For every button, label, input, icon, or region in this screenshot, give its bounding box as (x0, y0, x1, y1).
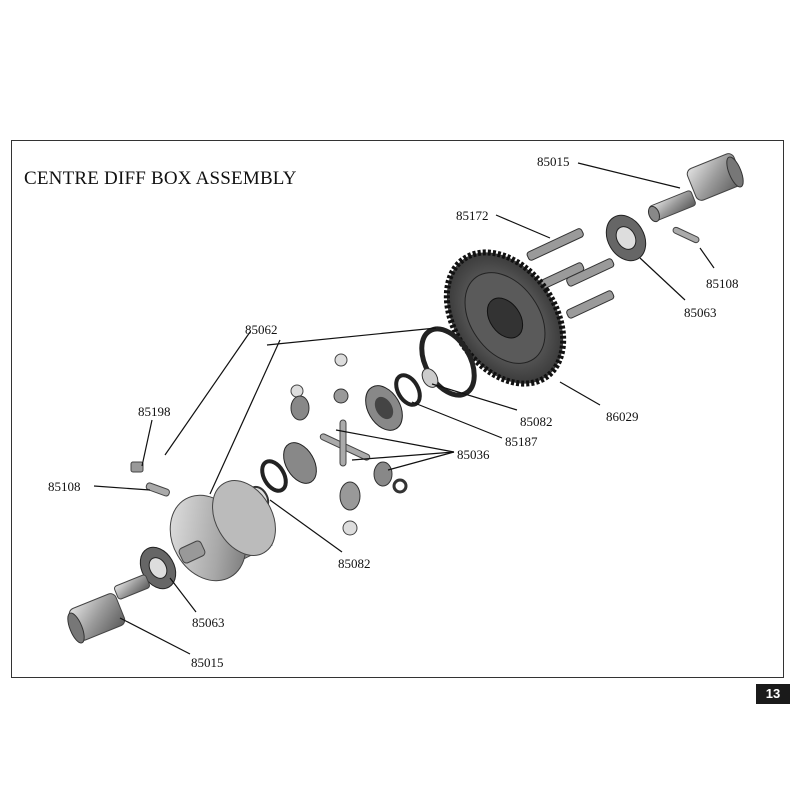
bevel-gear-lower (260, 442, 317, 493)
label-85015-top: 85015 (537, 154, 570, 169)
label-85082-upper: 85082 (520, 414, 553, 429)
label-85108-left: 85108 (48, 479, 81, 494)
label-86029: 86029 (606, 409, 639, 424)
outdrive-top (647, 153, 744, 223)
label-85015-bottom: 85015 (191, 655, 224, 670)
diagram-frame (11, 140, 784, 678)
label-85198: 85198 (138, 404, 171, 419)
part-labels: 85015 85172 85108 85063 85062 85198 8510… (48, 154, 739, 670)
label-85062: 85062 (245, 322, 278, 337)
pin-left (130, 461, 170, 497)
label-85108-right: 85108 (706, 276, 739, 291)
bearing-left (139, 546, 177, 590)
spur-gear (443, 249, 567, 387)
label-85172: 85172 (456, 208, 489, 223)
page-title: CENTRE DIFF BOX ASSEMBLY (24, 168, 297, 189)
leader-lines (93, 162, 715, 655)
diff-housing (169, 480, 276, 582)
pin-right (672, 226, 700, 244)
bevel-gear-upper (365, 385, 403, 431)
bearing-right (605, 214, 647, 262)
label-85082-lower: 85082 (338, 556, 371, 571)
page-number: 13 (756, 684, 790, 704)
small-parts (290, 353, 408, 536)
label-85187: 85187 (505, 434, 538, 449)
outdrive-bottom (67, 574, 150, 644)
label-85036: 85036 (457, 447, 490, 462)
label-85063-right: 85063 (684, 305, 717, 320)
bolts (526, 228, 615, 319)
label-85063-left: 85063 (192, 615, 225, 630)
